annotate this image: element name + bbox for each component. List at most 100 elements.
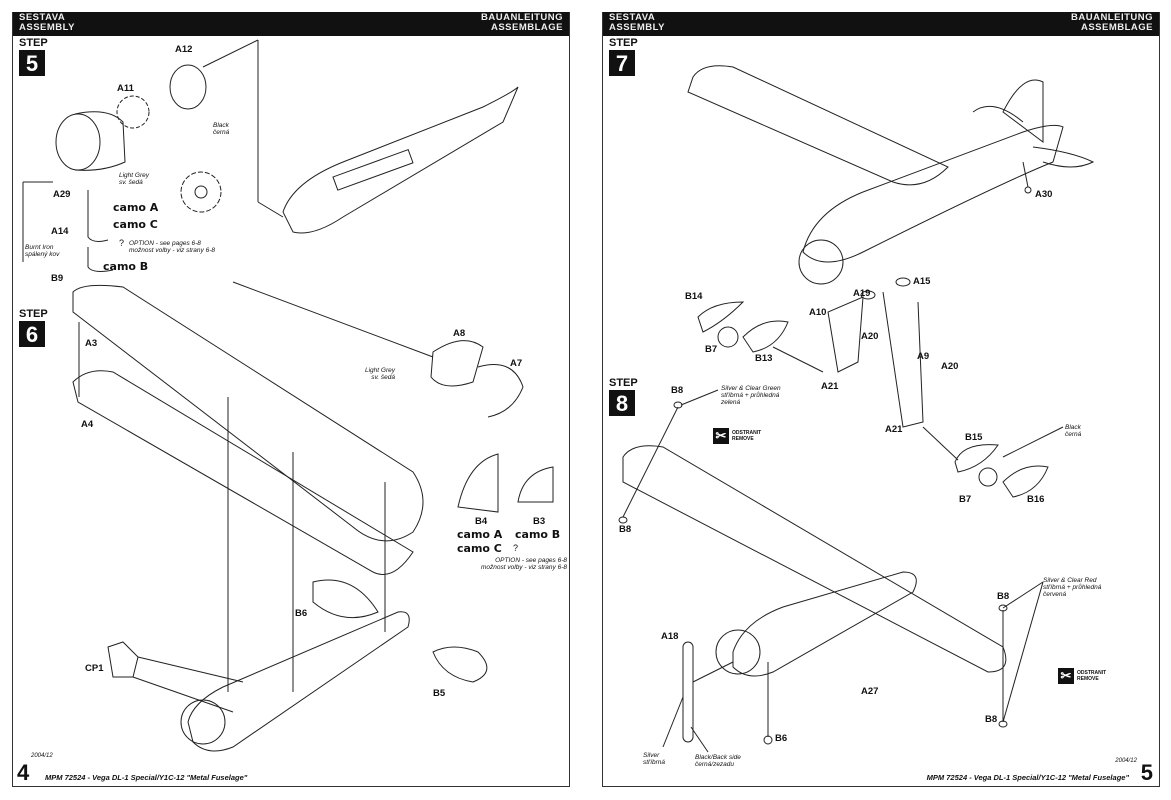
part-label: B8 — [619, 524, 632, 535]
header-right-1: BAUANLEITUNG — [1071, 12, 1153, 23]
engine-front-step8 — [715, 629, 761, 675]
engine-front-step6 — [180, 699, 226, 745]
header-left-2: ASSEMBLY — [19, 22, 75, 33]
part-a8 — [430, 340, 484, 387]
step-number: 8 — [609, 390, 635, 416]
part-label: A20 — [861, 331, 879, 342]
camo-label: camo B — [515, 528, 561, 541]
part-b5 — [432, 646, 488, 683]
tail-plane-step7 — [972, 105, 1095, 168]
header-right-2: ASSEMBLAGE — [1080, 22, 1153, 33]
part-label: A21 — [821, 381, 839, 392]
part-label: A7 — [510, 358, 523, 369]
part-b6 — [312, 579, 379, 619]
part-b13 — [742, 320, 789, 353]
landing-gear-leg-a9 — [882, 291, 924, 428]
footer-title: MPM 72524 - Vega DL-1 Special/Y1C-12 "Me… — [926, 773, 1129, 782]
option-mark: ? — [513, 543, 519, 553]
wing-step8 — [622, 445, 1007, 673]
fuselage-step8 — [732, 571, 917, 677]
page-number: 4 — [17, 760, 30, 785]
step-label: STEP — [19, 308, 48, 320]
part-label: A20 — [941, 361, 959, 372]
tail-fin-step7 — [1002, 79, 1044, 143]
part-a7 — [477, 364, 524, 418]
part-label: A15 — [913, 276, 931, 287]
wing-lower — [72, 370, 414, 575]
cowling-body — [74, 111, 126, 171]
part-label: A29 — [53, 189, 71, 200]
part-a12 — [169, 64, 207, 110]
step-label: STEP — [609, 37, 638, 49]
wing-upper — [72, 284, 424, 542]
step-8: STEP 8 — [609, 378, 638, 416]
step-label: STEP — [609, 377, 638, 389]
fuselage-step7 — [802, 124, 1064, 263]
landing-gear-leg-a20 — [827, 296, 864, 373]
camo-label: camo C — [457, 542, 502, 555]
part-label: B4 — [475, 516, 488, 527]
part-label: CP1 — [85, 663, 104, 674]
part-b4 — [457, 453, 499, 513]
assembly-drawing-left — [22, 39, 554, 752]
header-right-1: BAUANLEITUNG — [481, 12, 563, 23]
header-left-1: SESTAVA — [609, 12, 656, 23]
part-label: B7 — [705, 344, 718, 355]
step-number: 5 — [19, 50, 45, 76]
engine-front-step7 — [798, 239, 844, 285]
part-label: A11 — [117, 83, 134, 94]
part-label: A27 — [861, 686, 879, 697]
header-right-2: ASSEMBLAGE — [490, 22, 563, 33]
footer-title: MPM 72524 - Vega DL-1 Special/Y1C-12 "Me… — [45, 773, 248, 782]
part-b3 — [517, 466, 554, 503]
part-label: B13 — [755, 353, 773, 364]
part-b16 — [1002, 465, 1049, 498]
camo-label: camo A — [457, 528, 503, 541]
fuselage-step5 — [282, 86, 519, 234]
scissors-icon: ✂ — [713, 428, 729, 444]
part-label: B5 — [433, 688, 446, 699]
part-label: A14 — [51, 226, 69, 237]
part-label: A12 — [175, 44, 193, 55]
part-b15 — [954, 444, 999, 473]
part-label: B3 — [533, 516, 546, 527]
assembly-drawing-right — [618, 65, 1095, 753]
part-label: A10 — [809, 307, 827, 318]
camo-label: camo B — [103, 260, 149, 273]
part-label: A4 — [81, 419, 94, 430]
date-code: 2004/12 — [1115, 758, 1137, 764]
step-number: 6 — [19, 321, 45, 347]
option-mark: ? — [119, 238, 125, 248]
part-label: B8 — [997, 591, 1010, 602]
part-b7 — [717, 326, 739, 348]
engine-a11 — [116, 95, 150, 129]
part-b14 — [697, 301, 745, 333]
wing-step7 — [687, 65, 949, 186]
part-label: A30 — [1035, 189, 1053, 200]
part-label: A9 — [917, 351, 930, 362]
header-left-1: SESTAVA — [19, 12, 66, 23]
part-label: A21 — [885, 424, 903, 435]
engine-rear-view — [180, 171, 222, 213]
date-code: 2004/12 — [31, 753, 53, 759]
page-number: 5 — [1140, 760, 1153, 785]
step-number: 7 — [609, 50, 635, 76]
part-label: A3 — [85, 338, 98, 349]
part-label: B14 — [685, 291, 703, 302]
part-label: B8 — [985, 714, 998, 725]
part-label: B15 — [965, 432, 983, 443]
step-7: STEP 7 — [609, 38, 638, 76]
